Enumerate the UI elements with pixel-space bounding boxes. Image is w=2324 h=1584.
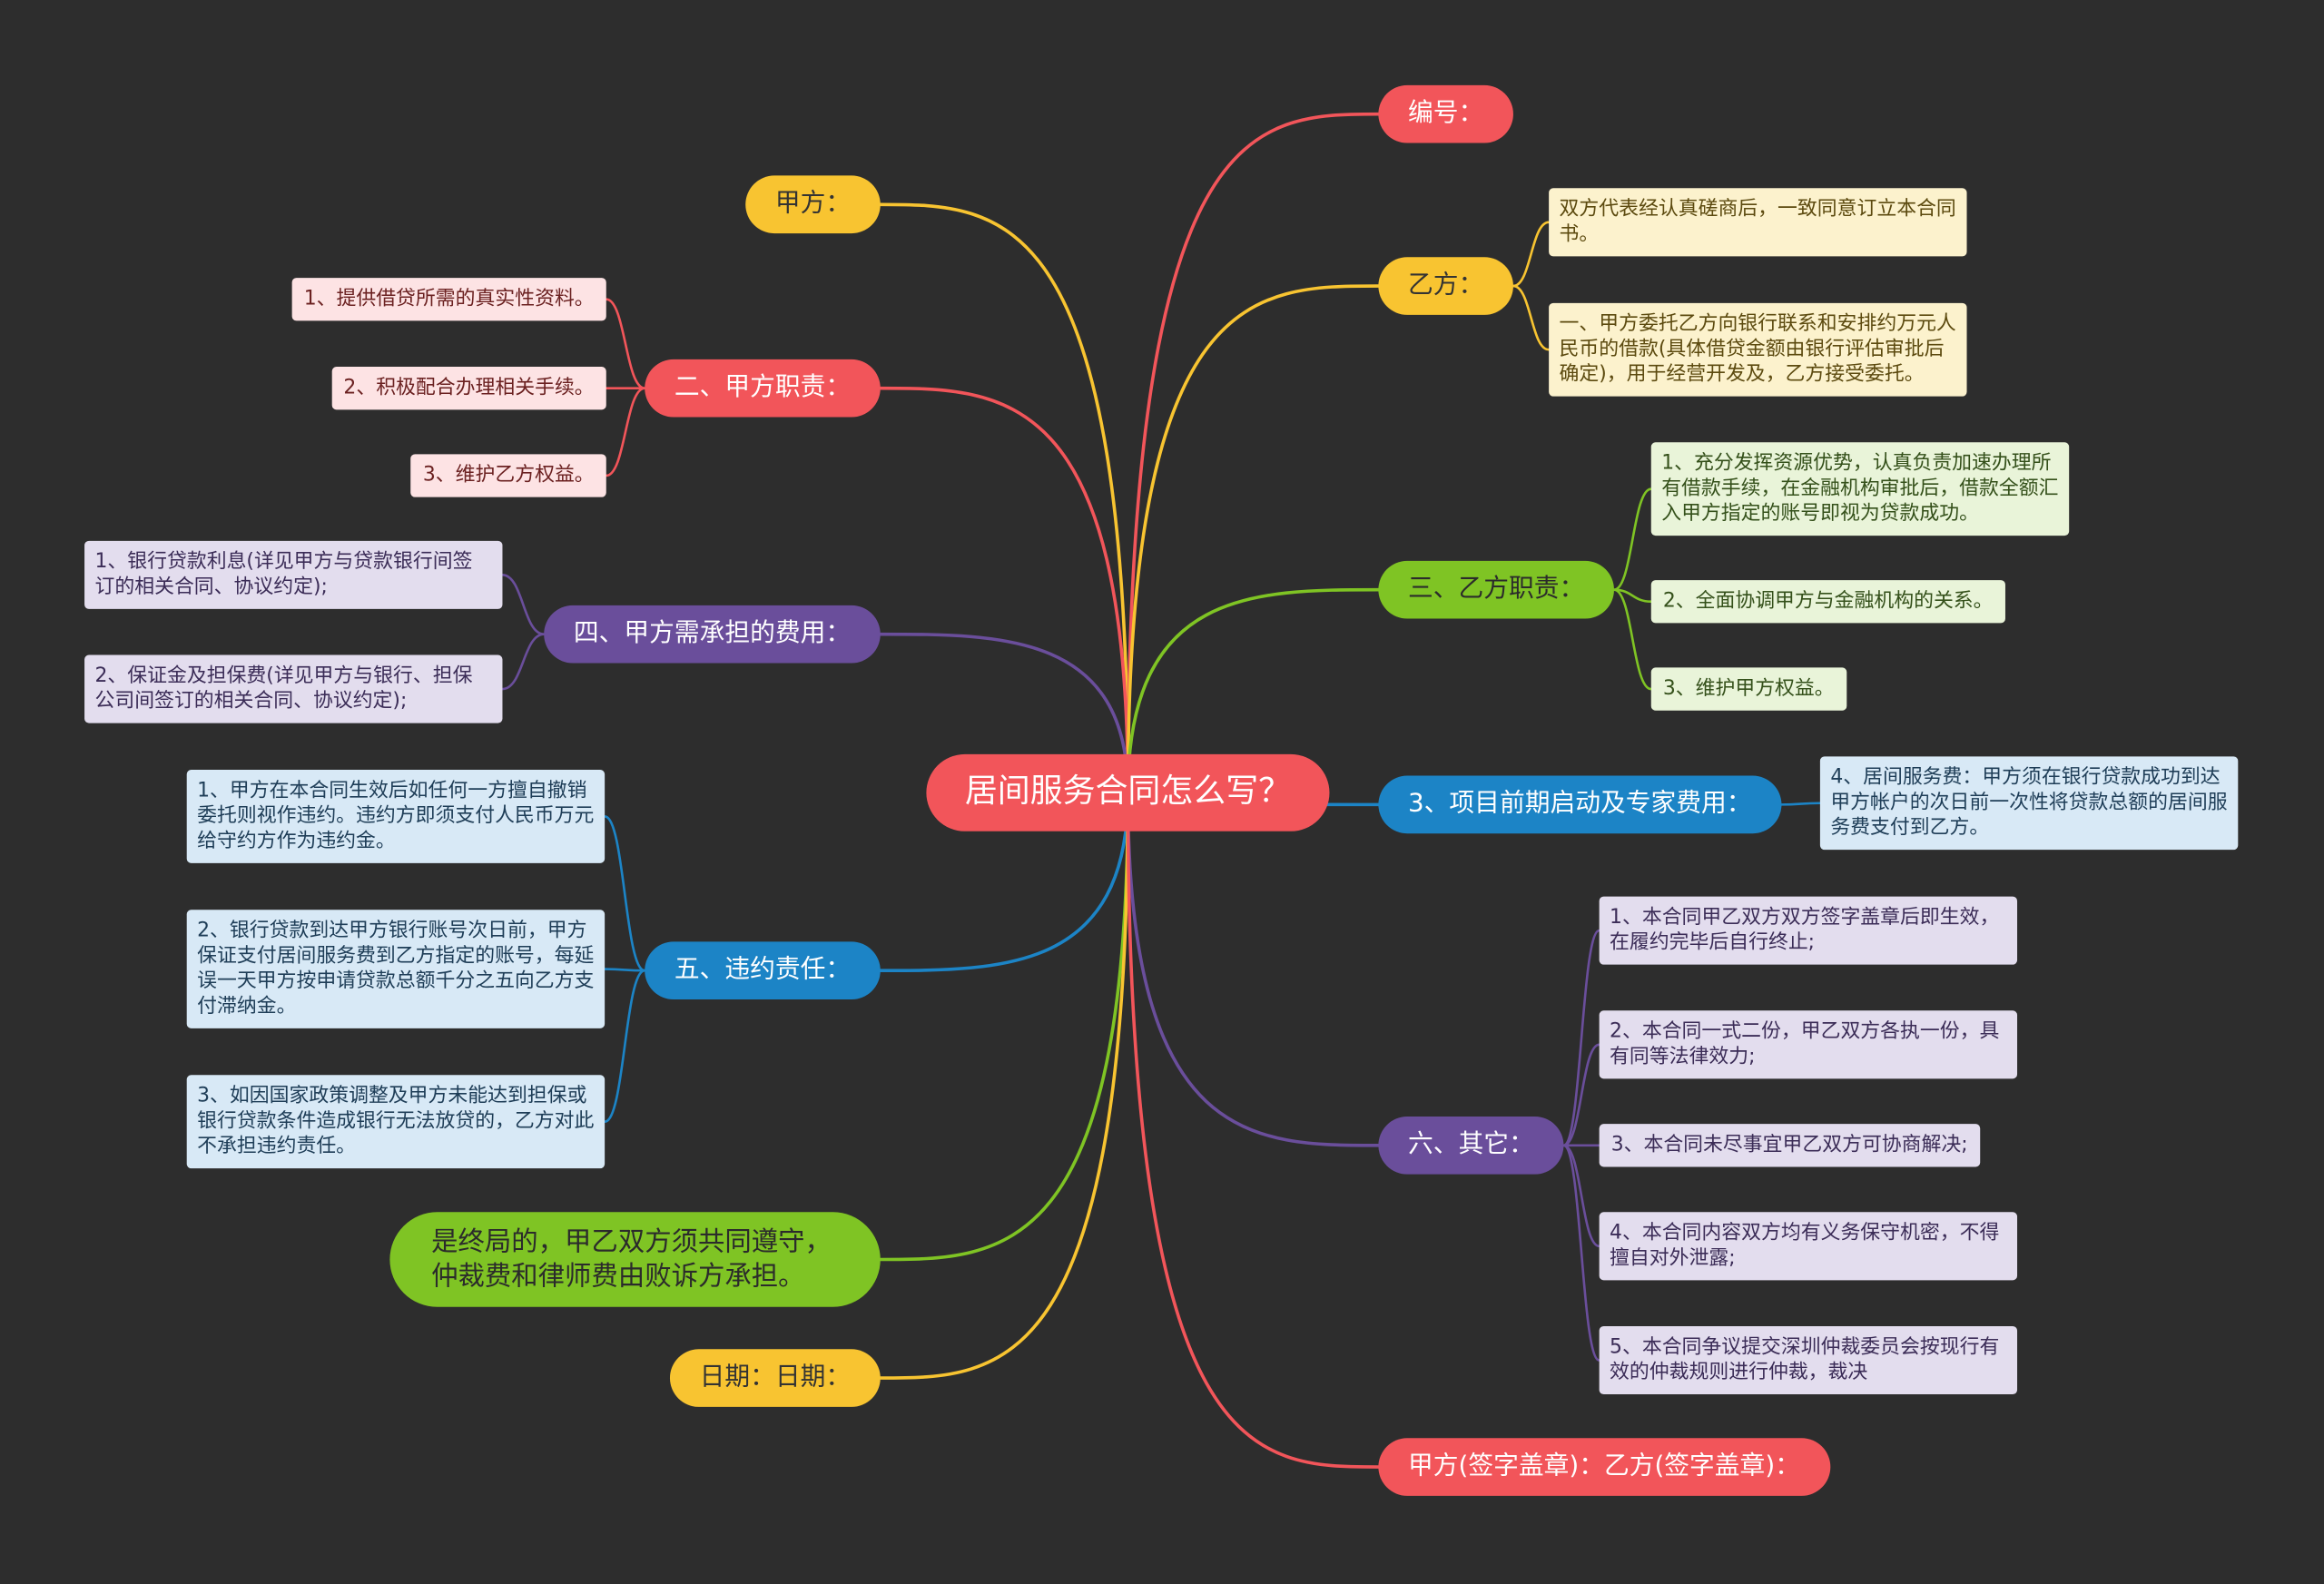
party-b-duty-item: 1、充分发挥资源优势，认真负责加速办理所有借款手续，在金融机构审批后，借款全额汇… [1650, 442, 2070, 536]
project-fee-item: 4、居间服务费：甲方须在银行贷款成功到达甲方帐户的次日前一次性将贷款总额的居间服… [1819, 756, 2239, 851]
other-item: 4、本合同内容双方均有义务保守机密，不得擅自对外泄露; [1599, 1212, 2018, 1281]
party-b-item: 双方代表经认真磋商后，一致同意订立本合同书。 [1549, 188, 1967, 257]
connector [1779, 802, 1822, 806]
branch-breach-liability: 五、违约责任： [645, 941, 881, 1000]
branch-date: 日期：日期： [669, 1349, 881, 1407]
connector [1126, 112, 1381, 795]
connector [1126, 791, 1381, 1469]
connector [1512, 221, 1551, 288]
branch-party-b-duties: 三、乙方职责： [1378, 560, 1614, 619]
connector [878, 791, 1130, 1262]
branch-other: 六、其它： [1378, 1116, 1564, 1175]
connector [1126, 284, 1381, 795]
connector [1612, 487, 1653, 591]
party-b-item: 一、甲方委托乙方向银行联系和安排约万元人民币的借款(具体借贷金额由银行评估审批后… [1549, 302, 1967, 397]
connector [878, 791, 1130, 1380]
connector [1562, 929, 1600, 1147]
central-topic: 居间服务合同怎么写？ [926, 753, 1330, 831]
connector [878, 386, 1130, 795]
other-item: 2、本合同一式二份，甲乙双方各执一份，具有同等法律效力; [1599, 1010, 2018, 1079]
branch-contract-number: 编号： [1378, 84, 1513, 143]
branch-party-a-duties: 二、甲方职责： [645, 359, 881, 418]
connector [603, 969, 646, 1124]
party-b-duty-item: 2、全面协调甲方与金融机构的关系。 [1650, 580, 2005, 624]
connector [605, 298, 646, 389]
other-item: 3、本合同未尽事宜甲乙双方可协商解决; [1599, 1124, 1980, 1167]
connector [878, 202, 1130, 795]
connector [1126, 587, 1381, 795]
connector [603, 815, 646, 972]
branch-signature: 甲方(签字盖章)：乙方(签字盖章)： [1378, 1438, 1830, 1496]
party-a-duty-item: 1、提供借贷所需的真实性资料。 [291, 278, 606, 321]
branch-party-a-fees: 四、甲方需承担的费用： [544, 605, 881, 664]
connector [1512, 284, 1551, 351]
breach-liability-item: 3、如因国家政策调整及甲方未能达到担保或银行贷款条件造成银行无法放贷的，乙方对此… [186, 1075, 606, 1169]
branch-project-fees: 3、项目前期启动及专家费用： [1378, 775, 1782, 834]
connector [1562, 1043, 1600, 1147]
party-a-fee-item: 2、保证金及担保费(详见甲方与银行、担保公司间签订的相关合同、协议约定); [84, 654, 503, 723]
party-b-duty-item: 3、维护甲方权益。 [1650, 667, 1846, 711]
breach-liability-item: 1、甲方在本合同生效后如任何一方擅自撤销委托则视作违约。违约方即须支付人民币万元… [186, 770, 606, 863]
connector [1562, 1144, 1600, 1248]
breach-liability-item: 2、银行贷款到达甲方银行账号次日前，甲方保证支付居间服务费到乙方指定的账号，每延… [186, 910, 606, 1028]
party-a-fee-item: 1、银行贷款利息(详见甲方与贷款银行间签订的相关合同、协议约定); [84, 540, 503, 609]
branch-arbitration-note: 是终局的，甲乙双方须共同遵守，仲裁费和律师费由败诉方承担。 [389, 1212, 881, 1307]
party-a-duty-item: 2、积极配合办理相关手续。 [331, 367, 606, 410]
party-a-duty-item: 3、维护乙方权益。 [410, 454, 606, 497]
branch-party-a: 甲方： [745, 175, 881, 234]
connector [501, 574, 546, 635]
connector [878, 632, 1130, 795]
connector [1126, 791, 1381, 1147]
other-item: 5、本合同争议提交深圳仲裁委员会按现行有效的仲裁规则进行仲裁，裁决 [1599, 1325, 2018, 1395]
connector [605, 387, 646, 477]
connector [1562, 1144, 1600, 1362]
connector [878, 791, 1130, 972]
connector [1612, 588, 1653, 691]
connector [501, 633, 546, 691]
other-item: 1、本合同甲乙双方双方签字盖章后即生效，在履约完毕后自行终止; [1599, 896, 2018, 965]
connector [603, 968, 646, 972]
branch-party-b: 乙方： [1378, 257, 1513, 315]
